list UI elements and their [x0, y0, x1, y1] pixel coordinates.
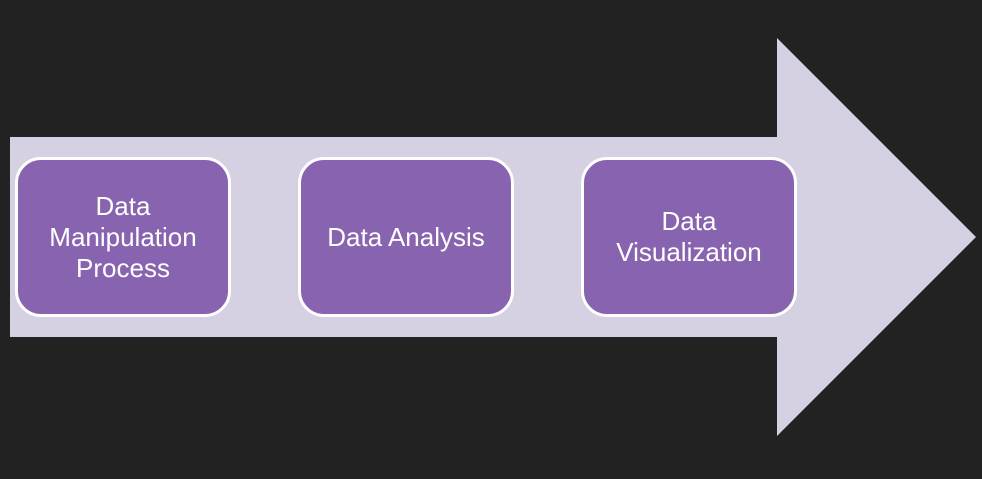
step-box-data-analysis: Data Analysis — [298, 157, 514, 317]
step-box-data-visualization: Data Visualization — [581, 157, 797, 317]
step-box-data-manipulation: Data Manipulation Process — [15, 157, 231, 317]
step-label: Data Analysis — [327, 221, 485, 252]
step-label: Data Visualization — [616, 206, 762, 267]
step-label: Data Manipulation Process — [49, 190, 197, 283]
